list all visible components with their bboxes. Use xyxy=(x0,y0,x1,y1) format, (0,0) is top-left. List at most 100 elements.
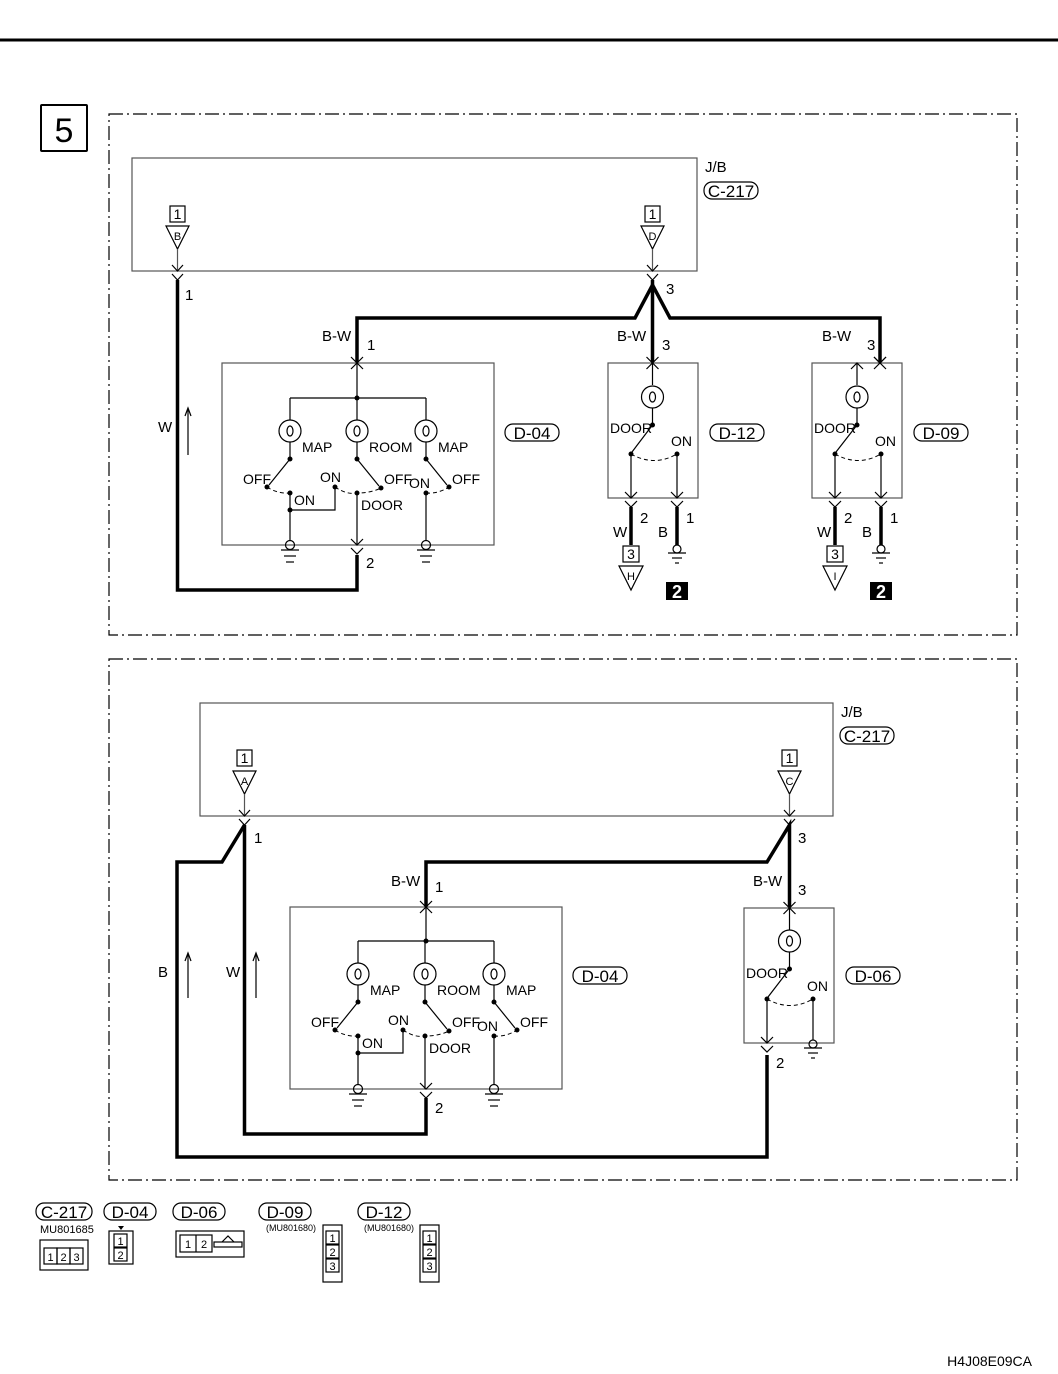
d12-switch: B-W 3 DOOR ON D-12 W 2 B 1 3 H xyxy=(607,328,765,602)
svg-text:1: 1 xyxy=(786,750,794,766)
svg-text:DOOR: DOOR xyxy=(610,420,652,436)
svg-text:D-04: D-04 xyxy=(514,424,551,443)
svg-text:2: 2 xyxy=(426,1247,432,1259)
legend-c217: C-217 MU801685 1 2 3 xyxy=(35,1202,94,1271)
wire-b-lower xyxy=(175,824,769,1159)
svg-text:2: 2 xyxy=(640,510,648,527)
svg-text:1: 1 xyxy=(117,1236,123,1248)
jb-connector-tag-upper: C-217 xyxy=(703,181,759,201)
svg-text:C-217: C-217 xyxy=(708,182,754,201)
svg-text:ON: ON xyxy=(362,1035,383,1051)
d09-pin-chevrons xyxy=(873,356,887,370)
svg-text:ON: ON xyxy=(875,433,896,449)
svg-text:1: 1 xyxy=(367,337,375,354)
svg-text:3: 3 xyxy=(426,1261,432,1273)
svg-text:DOOR: DOOR xyxy=(746,965,788,981)
svg-text:2: 2 xyxy=(776,1055,784,1072)
svg-text:2: 2 xyxy=(117,1250,123,1262)
svg-text:3: 3 xyxy=(831,546,839,562)
svg-text:1: 1 xyxy=(329,1233,335,1245)
svg-text:B: B xyxy=(862,524,872,541)
svg-text:3: 3 xyxy=(662,337,670,354)
jb-label-upper: J/B xyxy=(705,159,727,176)
svg-text:W: W xyxy=(613,524,628,541)
svg-text:MU801685: MU801685 xyxy=(40,1224,94,1236)
svg-text:(MU801680): (MU801680) xyxy=(364,1223,414,1233)
svg-text:2: 2 xyxy=(844,510,852,527)
svg-text:D-12: D-12 xyxy=(719,424,756,443)
fuse-terminal-b: 1 B xyxy=(165,205,190,271)
current-flow-arrow-b xyxy=(184,951,192,998)
svg-text:3: 3 xyxy=(798,830,806,847)
svg-text:ON: ON xyxy=(388,1012,409,1028)
svg-text:W: W xyxy=(226,964,241,981)
jb-pin-chevrons-upper xyxy=(171,264,659,281)
svg-text:1: 1 xyxy=(47,1252,53,1264)
svg-text:D-04: D-04 xyxy=(112,1203,149,1222)
wire-bw-lower xyxy=(424,818,792,907)
legend-d12: D-12 (MU801680) 1 2 3 xyxy=(357,1202,440,1283)
svg-text:(MU801680): (MU801680) xyxy=(266,1223,316,1233)
svg-text:1: 1 xyxy=(185,1239,191,1251)
svg-text:ON: ON xyxy=(409,475,430,491)
lamp-label: ROOM xyxy=(437,982,481,998)
lamp-icon xyxy=(278,419,302,443)
svg-text:ON: ON xyxy=(807,978,828,994)
svg-text:B-W: B-W xyxy=(822,328,852,345)
fuse-terminal-a: 1 A xyxy=(232,749,257,816)
svg-text:DOOR: DOOR xyxy=(429,1040,471,1056)
svg-text:1: 1 xyxy=(890,510,898,527)
svg-text:D-04: D-04 xyxy=(582,967,619,986)
section-number-box: 5 xyxy=(40,104,88,152)
svg-text:D: D xyxy=(649,231,657,243)
svg-text:C: C xyxy=(786,776,794,788)
junction-block-lower xyxy=(199,702,834,817)
svg-text:D-09: D-09 xyxy=(923,424,960,443)
svg-text:B-W: B-W xyxy=(753,873,783,890)
svg-text:1: 1 xyxy=(426,1233,432,1245)
svg-text:DOOR: DOOR xyxy=(361,497,403,513)
svg-text:C-217: C-217 xyxy=(41,1203,87,1222)
svg-text:2: 2 xyxy=(201,1239,207,1251)
svg-text:D-06: D-06 xyxy=(855,967,892,986)
svg-text:B-W: B-W xyxy=(617,328,647,345)
svg-text:OFF: OFF xyxy=(520,1014,548,1030)
current-flow-arrow-w xyxy=(252,951,260,998)
svg-text:2: 2 xyxy=(60,1252,66,1264)
ground-ref-badge xyxy=(666,582,688,600)
lamp-icon xyxy=(482,962,506,986)
lamp-label: MAP xyxy=(302,439,332,455)
wire-w-lower xyxy=(242,825,428,1136)
svg-text:1: 1 xyxy=(241,750,249,766)
svg-text:2: 2 xyxy=(366,555,374,572)
svg-text:ON: ON xyxy=(320,469,341,485)
svg-text:1: 1 xyxy=(174,206,182,222)
d06-switch: B-W 3 DOOR ON D-06 2 xyxy=(743,873,901,1072)
d04-wire-color-upper: B-W xyxy=(322,328,352,345)
upper-diagram-frame xyxy=(108,113,1018,636)
svg-text:D-06: D-06 xyxy=(181,1203,218,1222)
svg-text:B: B xyxy=(174,231,181,243)
lamp-label: MAP xyxy=(506,982,536,998)
lamp-icon xyxy=(414,419,438,443)
lamp-icon xyxy=(346,962,370,986)
ground-ref-badge xyxy=(870,582,892,600)
wire-w-label-upper: W xyxy=(158,419,173,436)
svg-text:2: 2 xyxy=(672,582,682,602)
svg-text:ON: ON xyxy=(294,492,315,508)
svg-text:3: 3 xyxy=(73,1252,79,1264)
svg-text:C-217: C-217 xyxy=(844,727,890,746)
figure-code: H4J08E09CA xyxy=(947,1353,1032,1369)
svg-text:D-09: D-09 xyxy=(267,1203,304,1222)
svg-text:1: 1 xyxy=(254,830,262,847)
svg-text:3: 3 xyxy=(798,882,806,899)
svg-text:B: B xyxy=(658,524,668,541)
svg-text:OFF: OFF xyxy=(243,471,271,487)
svg-text:H: H xyxy=(627,571,635,583)
d09-switch: B-W 3 DOOR ON D-09 W 2 B 1 3 I xyxy=(811,328,969,602)
jb-pin-3-upper: 3 xyxy=(666,281,674,298)
svg-text:B-W: B-W xyxy=(391,873,421,890)
svg-text:2: 2 xyxy=(329,1247,335,1259)
